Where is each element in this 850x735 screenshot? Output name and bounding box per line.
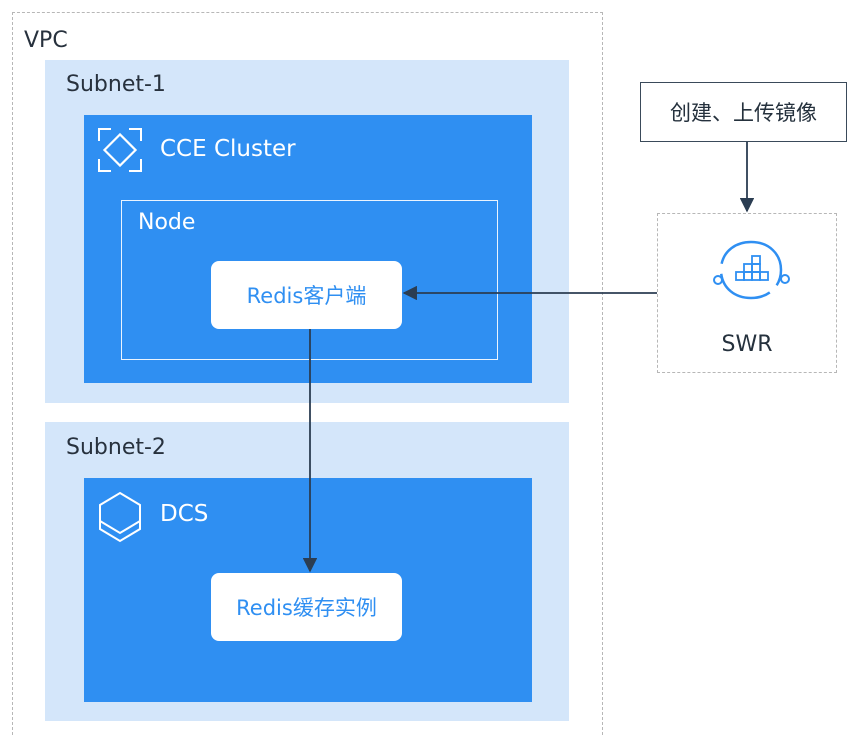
swr-box	[657, 213, 837, 373]
redis-cache-instance-card[interactable]: Redis缓存实例	[211, 573, 402, 641]
subnet-1-label: Subnet-1	[66, 72, 166, 97]
node-label: Node	[138, 210, 196, 235]
swr-icon	[709, 238, 793, 302]
cce-cluster-icon	[96, 126, 144, 174]
upload-image-box: 创建、上传镜像	[640, 82, 847, 142]
swr-label: SWR	[721, 332, 773, 357]
vpc-container	[12, 12, 603, 735]
cce-cluster-panel	[84, 115, 532, 383]
cce-cluster-label: CCE Cluster	[160, 136, 296, 162]
redis-client-card[interactable]: Redis客户端	[211, 261, 402, 329]
dcs-label: DCS	[160, 501, 209, 527]
vpc-label: VPC	[24, 28, 68, 53]
dcs-icon	[97, 491, 143, 543]
subnet-2-label: Subnet-2	[66, 435, 166, 460]
